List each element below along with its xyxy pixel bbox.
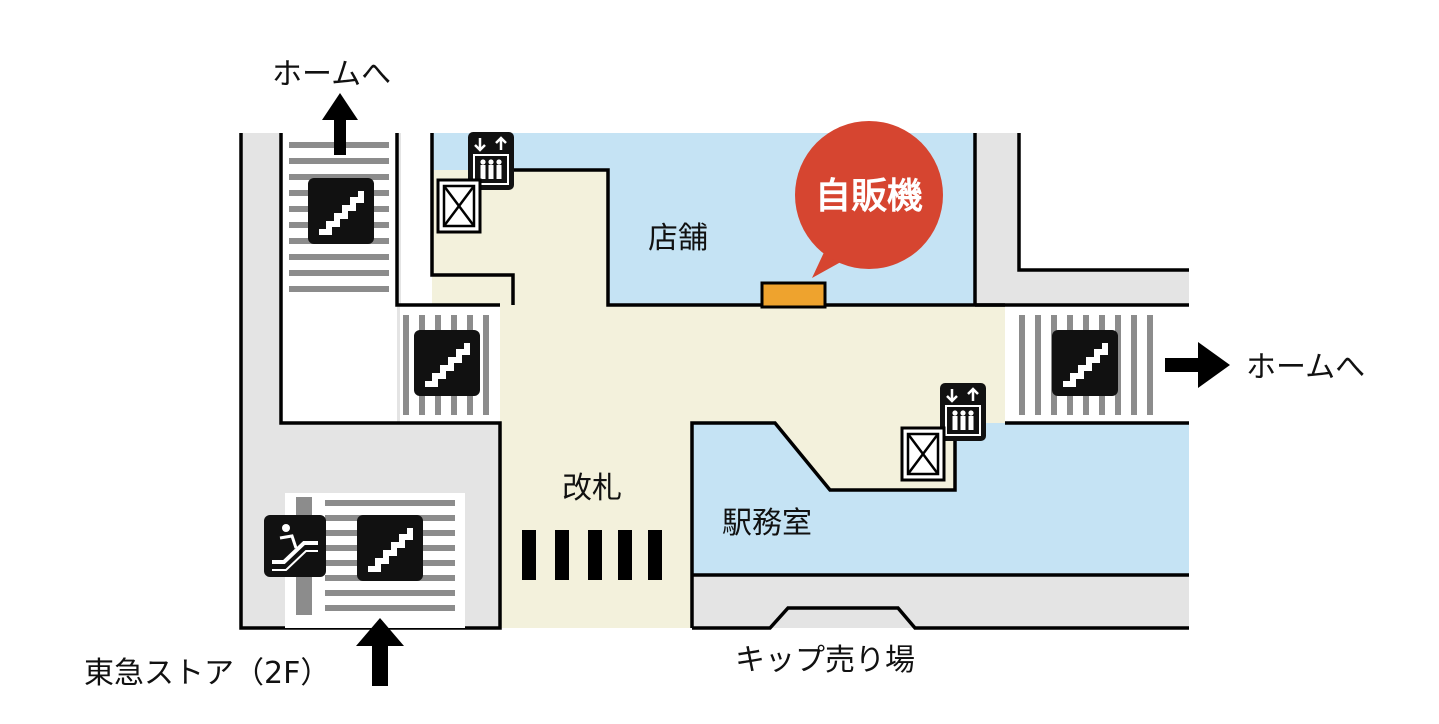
arrow-up-icon	[356, 618, 404, 686]
office-label: 駅務室	[722, 506, 812, 541]
office-room	[692, 423, 1189, 575]
elevator-icon	[938, 381, 988, 443]
home-top-label: ホームへ	[272, 57, 391, 92]
arrow-up-icon	[322, 93, 358, 155]
stairs-icon	[357, 515, 423, 581]
escalator-icon	[264, 515, 326, 577]
ticket-label: キップ売り場	[735, 643, 915, 678]
vending-label: 自販機	[815, 176, 923, 217]
corridors	[241, 133, 1189, 628]
ticket-gates	[522, 530, 662, 580]
concourse	[432, 170, 1005, 628]
tokyu-label: 東急ストア（2F）	[84, 656, 330, 691]
shop-label: 店舗	[648, 221, 708, 256]
door-x-icon	[900, 426, 946, 482]
walls	[239, 133, 1189, 630]
stairs-icon	[414, 330, 480, 396]
vending-machine	[760, 281, 827, 309]
stairs-icon	[1052, 330, 1118, 396]
home-right-label: ホームへ	[1246, 350, 1365, 385]
door-x-icon	[436, 178, 482, 234]
arrow-right-icon	[1165, 342, 1230, 388]
vending-balloon: 自販機	[795, 121, 943, 278]
gate-label: 改札	[562, 471, 622, 506]
stairs-icon	[308, 178, 374, 244]
